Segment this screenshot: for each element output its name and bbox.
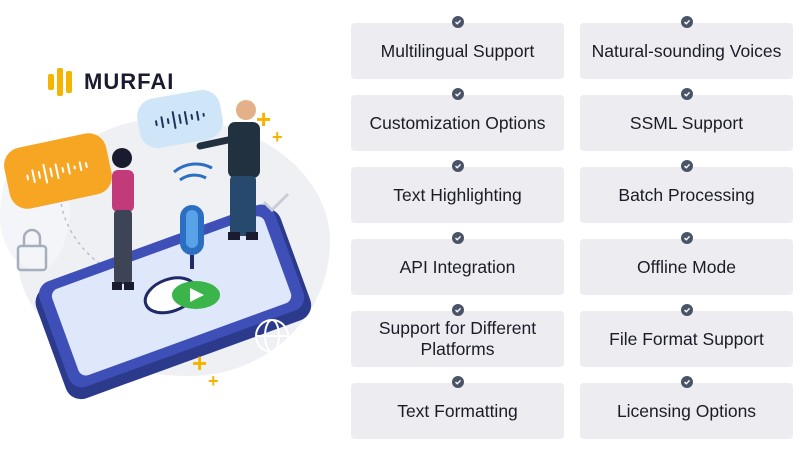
feature-label: Batch Processing: [618, 184, 755, 205]
waveform-icon: [26, 161, 88, 184]
plus-icon: +: [192, 348, 208, 378]
murf-ai-logo: MURFAI: [48, 68, 174, 96]
feature-label: Customization Options: [369, 112, 546, 133]
feature-card: Licensing Options: [580, 376, 793, 439]
logo-wordmark: MURFAI: [84, 69, 175, 94]
man-figure: [196, 100, 260, 240]
feature-label: Natural-sounding Voices: [591, 40, 782, 61]
plus-icon: +: [256, 104, 272, 134]
lock-icon: [16, 228, 48, 272]
microphone-icon: [173, 162, 213, 269]
phone-scene: [16, 100, 312, 400]
feature-label: Multilingual Support: [380, 40, 535, 61]
check-icon: [680, 16, 693, 28]
feature-label: API Integration: [399, 256, 516, 277]
check-icon: [680, 88, 693, 100]
orange-speech-bubble: [0, 129, 116, 213]
feature-card: Customization Options: [351, 88, 564, 151]
feature-label: File Format Support: [609, 328, 764, 349]
feature-card: API Integration: [351, 232, 564, 295]
feature-label: Text Formatting: [397, 400, 518, 421]
check-icon: [451, 376, 464, 388]
check-icon: [680, 232, 693, 244]
feature-card: File Format Support: [580, 304, 793, 367]
check-icon: [451, 88, 464, 100]
feature-card: Support for Different Platforms: [351, 304, 564, 367]
feature-card: Text Formatting: [351, 376, 564, 439]
waveform-icon: [155, 110, 205, 129]
feature-card: Text Highlighting: [351, 160, 564, 223]
checkmark-icon: [262, 192, 290, 213]
blue-speech-bubble: [134, 87, 226, 151]
feature-label: Licensing Options: [616, 400, 757, 421]
illustration: MURFAI: [0, 0, 340, 460]
woman-figure: [112, 148, 134, 290]
feature-label: Support for Different Platforms: [378, 318, 537, 359]
check-icon: [451, 160, 464, 172]
plus-icon: +: [272, 127, 283, 147]
feature-card: Multilingual Support: [351, 16, 564, 79]
plus-icon: +: [208, 371, 219, 391]
feature-label: Offline Mode: [637, 256, 736, 277]
feature-grid: Multilingual Support Natural-sounding Vo…: [351, 0, 800, 460]
feature-card: Natural-sounding Voices: [580, 16, 793, 79]
murf-logo-icon: [48, 68, 76, 96]
feature-card: SSML Support: [580, 88, 793, 151]
check-icon: [680, 160, 693, 172]
play-icon: [172, 281, 220, 309]
feature-card: Batch Processing: [580, 160, 793, 223]
check-icon: [451, 304, 464, 316]
feature-label: SSML Support: [629, 112, 744, 133]
phone: [35, 204, 312, 400]
check-icon: [680, 376, 693, 388]
feature-label: Text Highlighting: [393, 184, 522, 205]
globe-icon: [255, 319, 289, 353]
feature-card: Offline Mode: [580, 232, 793, 295]
check-icon: [451, 16, 464, 28]
check-icon: [680, 304, 693, 316]
check-icon: [451, 232, 464, 244]
